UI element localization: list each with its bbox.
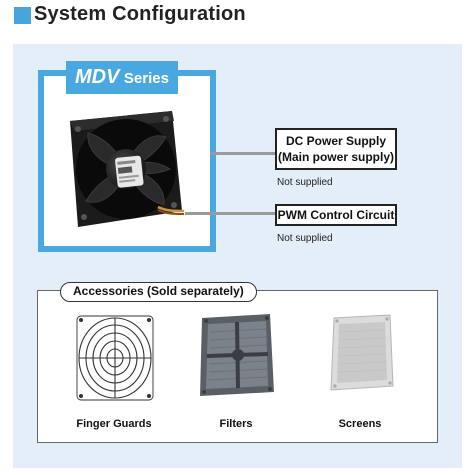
pwm-control-circuit-label: PWM Control Circuit <box>277 208 395 222</box>
screens-label: Screens <box>338 418 382 430</box>
accessories-title: Accessories (Sold separately) <box>60 282 257 302</box>
filters-label: Filters <box>219 418 253 430</box>
power-supply-note: Not supplied <box>277 177 333 188</box>
cooling-fan-image <box>70 111 185 227</box>
page-title: System Configuration <box>34 3 246 25</box>
finger-guards-label: Finger Guards <box>76 418 152 430</box>
pwm-control-circuit-box: PWM Control Circuit <box>275 204 397 226</box>
series-suffix: Series <box>123 70 169 87</box>
screen-icon <box>330 314 394 391</box>
power-supply-connector <box>210 152 277 155</box>
title-marker <box>14 7 31 24</box>
dc-power-supply-box: DC Power Supply (Main power supply) <box>275 128 397 170</box>
filter-icon <box>200 314 274 396</box>
finger-guard-icon <box>76 315 154 401</box>
pwm-circuit-connector <box>185 212 277 215</box>
series-label: MDV Series <box>66 61 178 94</box>
dc-power-supply-label: DC Power Supply <box>285 134 386 148</box>
pwm-circuit-note: Not supplied <box>277 233 333 244</box>
main-power-supply-label: (Main power supply) <box>277 150 394 164</box>
series-name: MDV <box>75 66 120 88</box>
